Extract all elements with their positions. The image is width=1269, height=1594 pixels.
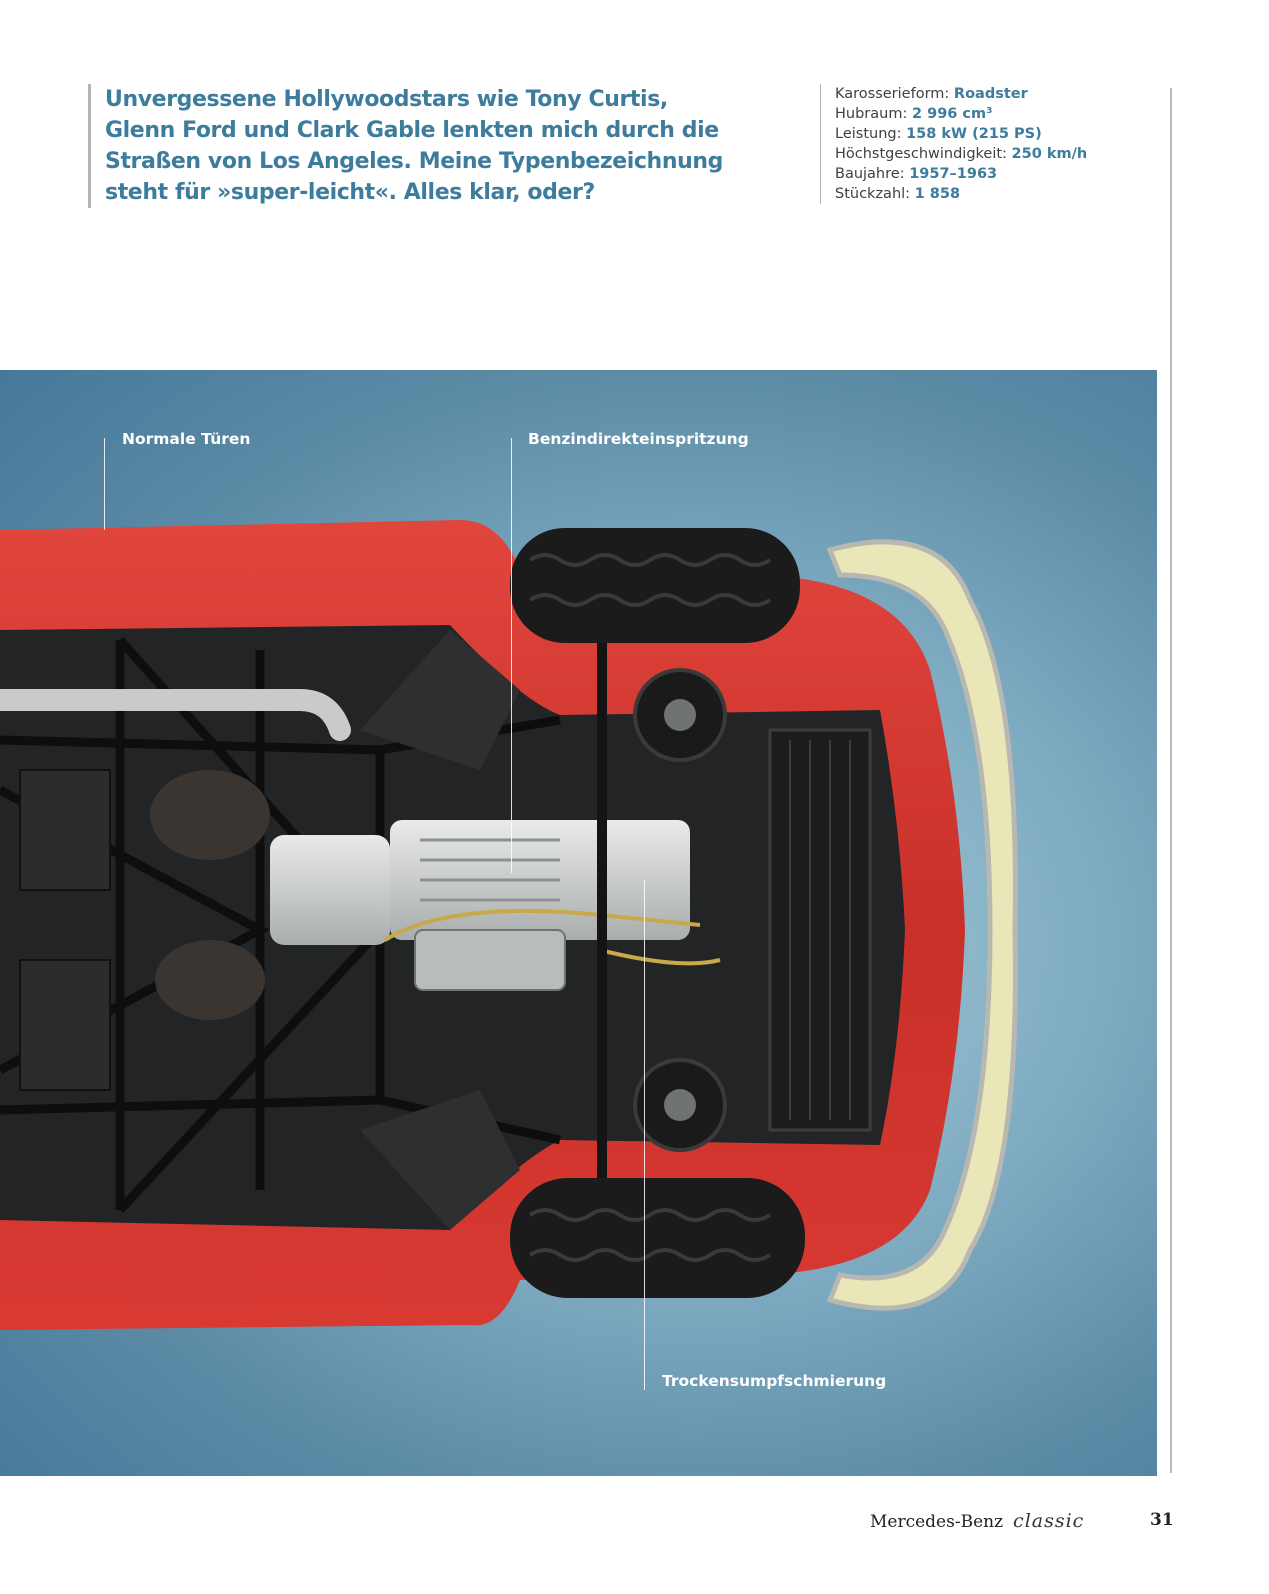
spec-power: Leistung: 158 kW (215 PS) (835, 124, 1165, 144)
callout-line-lubrication (644, 880, 645, 1390)
gearbox (270, 835, 390, 945)
spec-label: Baujahre: (835, 166, 905, 182)
intro-quote: Unvergessene Hollywoodstars wie Tony Cur… (88, 84, 745, 208)
radiator (768, 728, 872, 1132)
spec-list: Karosserieform: Roadster Hubraum: 2 996 … (820, 84, 1165, 204)
callout-label-lubrication: Trockensumpfschmierung (662, 1372, 887, 1390)
exhaust-pipe (0, 689, 351, 741)
spec-value: Roadster (953, 86, 1028, 102)
spec-value: 2 996 cm³ (911, 106, 993, 122)
callout-line-injection (511, 438, 512, 873)
front-bumper (826, 539, 1018, 1311)
spec-value: 1957–1963 (909, 166, 998, 182)
spec-label: Höchstgeschwindigkeit: (835, 146, 1007, 162)
spec-units: Stückzahl: 1 858 (835, 184, 1165, 204)
intro-line-2: Glenn Ford und Clark Gable lenkten mich … (105, 118, 719, 143)
intro-line-3: Straßen von Los Angeles. Meine Typenbeze… (105, 149, 723, 174)
car-underside-illustration (0, 520, 1018, 1330)
spec-label: Stückzahl: (835, 186, 911, 202)
spec-label: Hubraum: (835, 106, 908, 122)
spec-displacement: Hubraum: 2 996 cm³ (835, 104, 1165, 124)
spec-label: Karosserieform: (835, 86, 950, 102)
footer-brand: Mercedes-Benz classic (870, 1510, 1084, 1532)
spec-value: 1 858 (914, 186, 961, 202)
brand-name: Mercedes-Benz (870, 1512, 1004, 1532)
spec-value: 250 km/h (1011, 146, 1088, 162)
spec-top-speed: Höchstgeschwindigkeit: 250 km/h (835, 144, 1165, 164)
page-edge-rule (1170, 88, 1172, 1473)
intro-line-1: Unvergessene Hollywoodstars wie Tony Cur… (105, 87, 668, 112)
spec-body-style: Karosserieform: Roadster (835, 84, 1165, 104)
intro-line-4: steht für »super-leicht«. Alles klar, od… (105, 180, 595, 205)
spec-years: Baujahre: 1957–1963 (835, 164, 1165, 184)
callout-line-doors (104, 438, 105, 530)
page-number: 31 (1150, 1510, 1174, 1530)
front-tire-bottom (510, 1178, 805, 1298)
callout-label-injection: Benzindirekteinspritzung (528, 430, 749, 448)
spec-value: 158 kW (215 PS) (906, 126, 1042, 142)
car-underside-photo: Normale Türen Benzindirekteinspritzung T… (0, 370, 1157, 1476)
front-tire-top (510, 528, 800, 643)
callout-label-doors: Normale Türen (122, 430, 251, 448)
spec-label: Leistung: (835, 126, 902, 142)
brand-script-logo: classic (1013, 1510, 1085, 1532)
injection-pump (414, 929, 566, 991)
